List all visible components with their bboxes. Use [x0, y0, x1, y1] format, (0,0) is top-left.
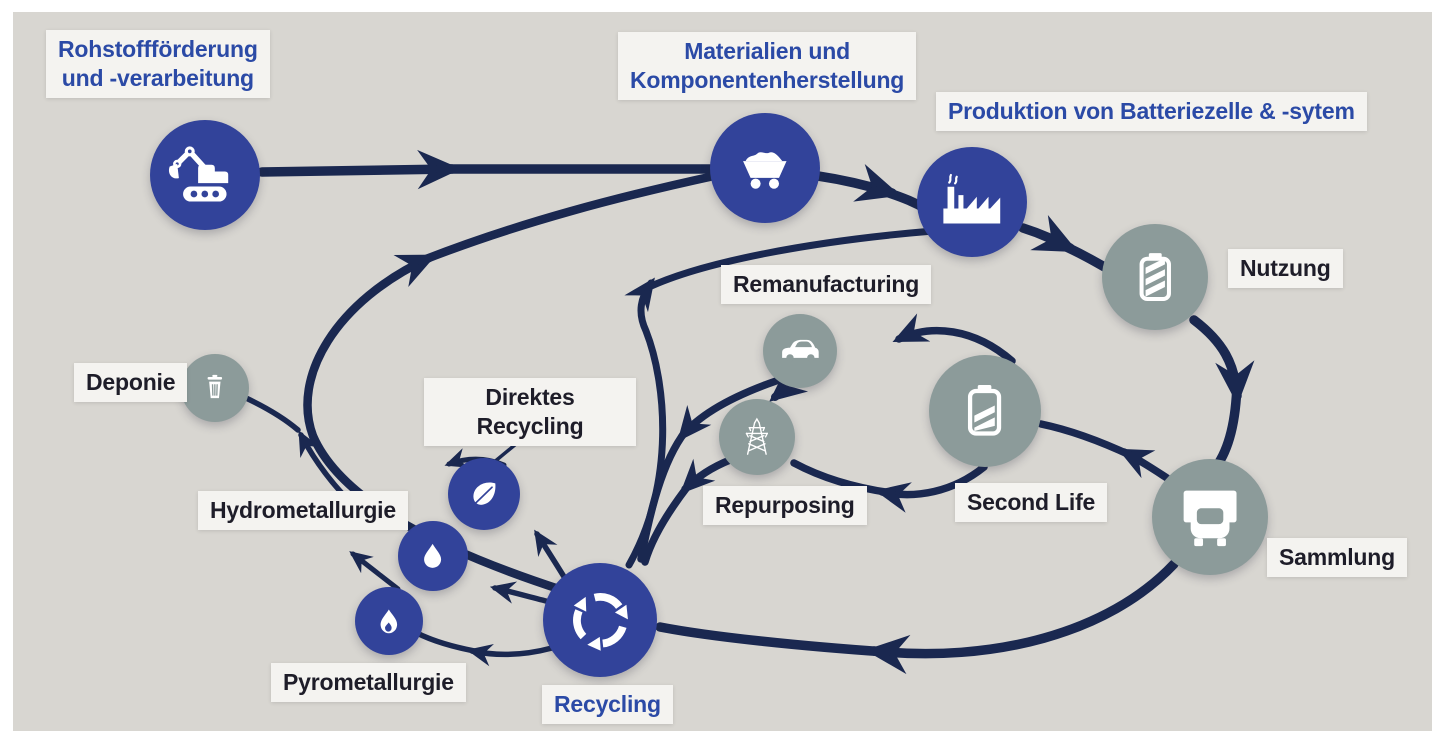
arrow-recycling-to-drop — [489, 581, 553, 605]
label-nutzung-line1: Nutzung — [1240, 255, 1331, 281]
node-nutzung — [1102, 224, 1208, 330]
node-repurposing — [719, 399, 795, 475]
label-nutzung: Nutzung — [1228, 249, 1343, 288]
label-second-life-line1: Second Life — [967, 489, 1096, 515]
arrow-repurposing-to-recycling — [679, 456, 734, 495]
label-repurposing: Repurposing — [703, 486, 867, 525]
arrow-recycling-to-leaf — [534, 529, 569, 583]
label-remanufacturing: Remanufacturing — [721, 265, 932, 304]
arrow-nutzung-to-sammlung — [1189, 315, 1255, 406]
label-recycling: Recycling — [542, 685, 673, 724]
trash-icon — [207, 375, 223, 399]
factory-icon — [943, 174, 1001, 224]
arrow-rohstoff-to-materialien — [257, 149, 462, 190]
label-sammlung: Sammlung — [1267, 538, 1407, 577]
recycle-icon — [572, 592, 628, 651]
label-materialien-line1: Materialien und — [684, 38, 850, 64]
label-repurposing-line1: Repurposing — [715, 492, 855, 518]
arrow-flame-to-hydro — [349, 551, 401, 592]
battery-half-icon — [968, 385, 1002, 437]
arrow-remanufacturing-to-produktion — [624, 277, 667, 569]
node-recycling — [543, 563, 657, 677]
label-materialien: Materialien und Komponentenherstellung — [618, 32, 917, 100]
label-hydrometallurgie-line1: Hydrometallurgie — [210, 497, 396, 523]
node-remanufacturing — [763, 314, 837, 388]
node-rohstoff — [150, 120, 260, 230]
battery-full-icon — [1139, 252, 1171, 301]
node-materialien — [710, 113, 820, 223]
label-rohstoff: Rohstoffförderung und -verarbeitung — [46, 30, 270, 98]
minecart-icon — [743, 152, 787, 189]
leaf-icon — [473, 482, 496, 505]
label-deponie-line1: Deponie — [86, 369, 176, 395]
arrow-secondlife-to-remanufacturing — [892, 313, 1016, 365]
arrow-sammlung-to-recycling — [864, 559, 1179, 675]
label-produktion-line1: Produktion von Batteriezelle & -sytem — [948, 98, 1355, 124]
label-sammlung-line1: Sammlung — [1279, 544, 1395, 570]
car-icon — [781, 339, 819, 362]
label-remanufacturing-line1: Remanufacturing — [733, 271, 920, 297]
truck-icon — [1183, 490, 1237, 547]
water-drop-icon — [424, 544, 442, 569]
label-pyrometallurgie-line1: Pyrometallurgie — [283, 669, 454, 695]
node-direktes-recycling — [448, 458, 520, 530]
label-direktes-line2: Recycling — [476, 413, 584, 439]
node-pyrometallurgie — [355, 587, 423, 655]
node-produktion — [917, 147, 1027, 257]
label-recycling-line1: Recycling — [554, 691, 661, 717]
label-materialien-line2: Komponentenherstellung — [630, 67, 905, 93]
node-sammlung — [1152, 459, 1268, 575]
node-second-life — [929, 355, 1041, 467]
label-produktion: Produktion von Batteriezelle & -sytem — [936, 92, 1367, 131]
label-pyrometallurgie: Pyrometallurgie — [271, 663, 466, 702]
node-deponie — [181, 354, 249, 422]
label-hydrometallurgie: Hydrometallurgie — [198, 491, 408, 530]
label-rohstoff-line2: und -verarbeitung — [61, 65, 254, 91]
arrow-remanufacturing-to-recycling — [677, 377, 780, 442]
node-hydrometallurgie — [398, 521, 468, 591]
label-direktes-line1: Direktes — [485, 384, 575, 410]
power-tower-icon — [745, 417, 769, 456]
label-direktes-recycling: Direktes Recycling — [424, 378, 636, 446]
label-second-life: Second Life — [955, 483, 1108, 522]
flame-icon — [380, 609, 398, 634]
label-deponie: Deponie — [74, 363, 188, 402]
label-rohstoff-line1: Rohstoffförderung — [58, 36, 258, 62]
excavator-icon — [169, 146, 229, 202]
arrow-recycling-to-flame — [466, 643, 555, 667]
